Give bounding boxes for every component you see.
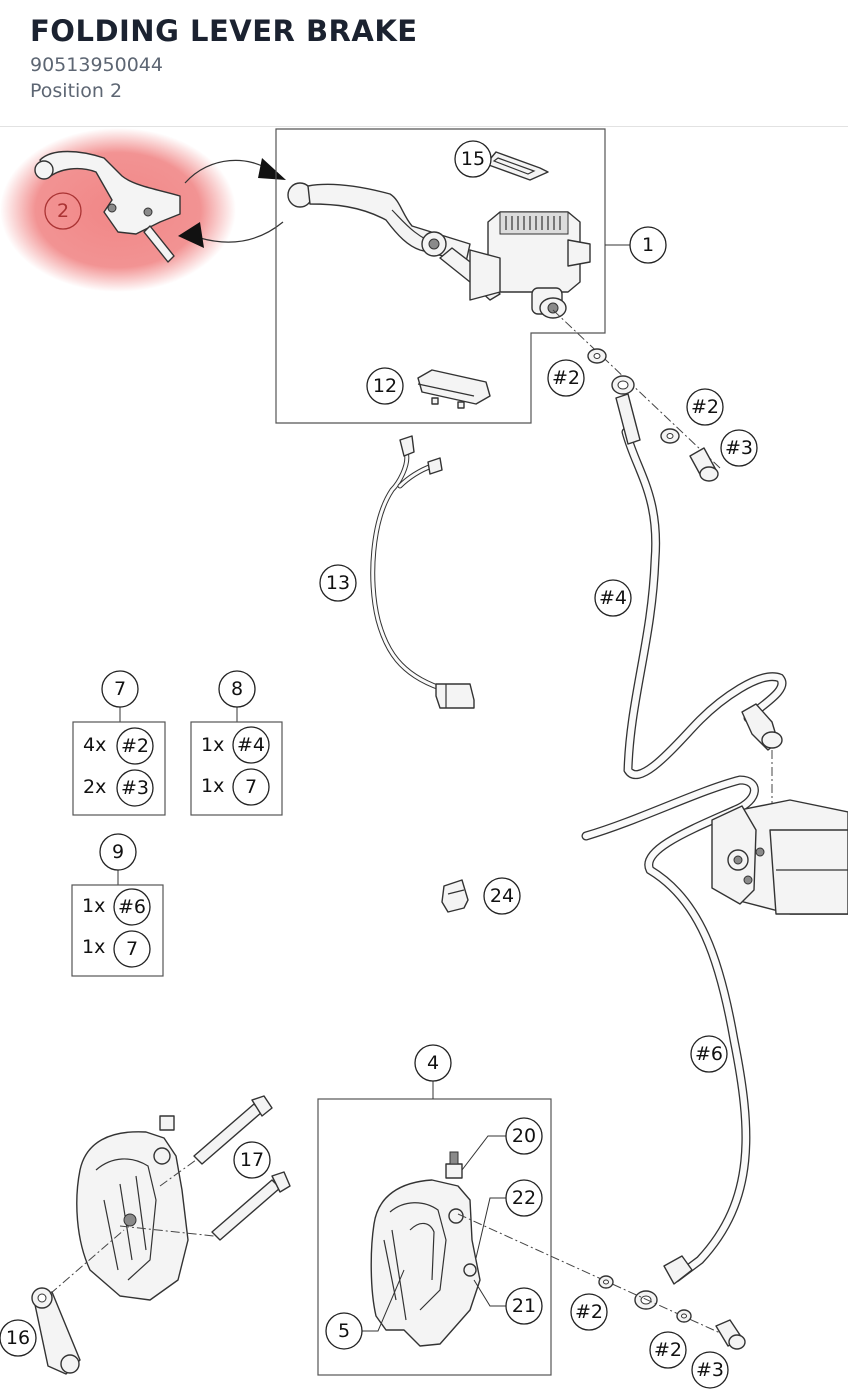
svg-text:1x: 1x bbox=[82, 895, 105, 917]
abs-modulator bbox=[711, 799, 848, 915]
svg-text:7: 7 bbox=[245, 776, 257, 798]
svg-text:12: 12 bbox=[373, 375, 397, 397]
master-cylinder-group-box bbox=[275, 128, 606, 424]
svg-text:4: 4 bbox=[427, 1052, 439, 1074]
brake-lever-assembly bbox=[287, 182, 591, 319]
svg-text:13: 13 bbox=[326, 572, 350, 594]
svg-text:#6: #6 bbox=[695, 1043, 723, 1065]
arrowhead-upper bbox=[258, 158, 286, 180]
svg-text:1x: 1x bbox=[201, 775, 224, 797]
svg-text:21: 21 bbox=[512, 1295, 536, 1317]
svg-text:2x: 2x bbox=[83, 776, 106, 798]
callout-9[interactable]: 9 bbox=[99, 833, 137, 871]
kit-7-ref-1[interactable]: #2 bbox=[116, 727, 154, 765]
kit-8-ref-2[interactable]: 7 bbox=[232, 768, 270, 806]
callout-1[interactable]: 1 bbox=[629, 226, 667, 264]
callout-24[interactable]: 24 bbox=[483, 877, 521, 915]
callout-hash4[interactable]: #4 bbox=[594, 579, 632, 617]
lower-banjo-fittings bbox=[457, 1213, 746, 1350]
svg-text:#4: #4 bbox=[599, 587, 627, 609]
callout-hash2-upper-left[interactable]: #2 bbox=[547, 359, 585, 397]
svg-text:#3: #3 bbox=[725, 437, 753, 459]
svg-text:9: 9 bbox=[112, 841, 124, 863]
mounting-bolts bbox=[119, 1095, 291, 1241]
kit-8-ref-1[interactable]: #4 bbox=[232, 726, 270, 764]
position-label: Position 2 bbox=[30, 80, 123, 102]
caliper-bracket bbox=[31, 1229, 125, 1375]
callout-hash3-lower[interactable]: #3 bbox=[691, 1351, 729, 1389]
highlight-position-2[interactable] bbox=[0, 128, 236, 292]
brake-hose-4 bbox=[615, 393, 787, 820]
folding-lever-thumbnail bbox=[34, 150, 181, 263]
kit-9-ref-1[interactable]: #6 bbox=[113, 888, 151, 926]
callout-16[interactable]: 16 bbox=[0, 1319, 37, 1357]
svg-text:2: 2 bbox=[57, 200, 69, 222]
page-header: FOLDING LEVER BRAKE 90513950044 Position… bbox=[0, 0, 848, 127]
svg-text:7: 7 bbox=[114, 678, 126, 700]
caliper-group-box bbox=[317, 1098, 552, 1376]
caliper-left bbox=[76, 1115, 189, 1301]
kit-9-table: 1x #6 1x 7 bbox=[71, 884, 164, 977]
kit-8-table: 1x #4 1x 7 bbox=[190, 721, 283, 816]
page-title: FOLDING LEVER BRAKE bbox=[30, 14, 418, 48]
callout-22[interactable]: 22 bbox=[505, 1179, 543, 1217]
svg-text:1x: 1x bbox=[201, 734, 224, 756]
arrowhead-lower bbox=[178, 222, 204, 248]
callout-15[interactable]: 15 bbox=[454, 140, 492, 178]
callout-hash3-upper[interactable]: #3 bbox=[720, 429, 758, 467]
svg-text:#2: #2 bbox=[575, 1301, 603, 1323]
callout-hash2-lower-left[interactable]: #2 bbox=[570, 1293, 608, 1331]
upper-banjo-fittings bbox=[552, 309, 721, 482]
svg-text:#3: #3 bbox=[121, 777, 149, 799]
callout-13[interactable]: 13 bbox=[319, 564, 357, 602]
reservoir-gasket bbox=[485, 151, 549, 181]
svg-text:1: 1 bbox=[642, 234, 654, 256]
svg-text:#3: #3 bbox=[696, 1359, 724, 1381]
svg-text:17: 17 bbox=[240, 1149, 264, 1171]
svg-text:#2: #2 bbox=[691, 396, 719, 418]
callout-7[interactable]: 7 bbox=[101, 670, 139, 708]
kit-7-table: 4x #2 2x #3 bbox=[72, 721, 166, 816]
callout-hash2-lower-right[interactable]: #2 bbox=[649, 1331, 687, 1369]
kit-9-ref-2[interactable]: 7 bbox=[113, 930, 151, 968]
svg-text:#4: #4 bbox=[237, 734, 265, 756]
kit-7-ref-2[interactable]: #3 bbox=[116, 769, 154, 807]
svg-text:1x: 1x bbox=[82, 936, 105, 958]
svg-text:#2: #2 bbox=[552, 367, 580, 389]
callout-4[interactable]: 4 bbox=[414, 1044, 452, 1082]
leader-lines bbox=[117, 244, 630, 1332]
part-number: 90513950044 bbox=[30, 54, 163, 76]
svg-text:15: 15 bbox=[461, 148, 485, 170]
hose-clip bbox=[441, 879, 469, 913]
callout-21[interactable]: 21 bbox=[505, 1287, 543, 1325]
svg-text:5: 5 bbox=[338, 1320, 350, 1342]
svg-text:#2: #2 bbox=[654, 1339, 682, 1361]
svg-text:7: 7 bbox=[126, 938, 138, 960]
callout-17[interactable]: 17 bbox=[233, 1141, 271, 1179]
callout-12[interactable]: 12 bbox=[366, 367, 404, 405]
svg-text:#6: #6 bbox=[118, 896, 146, 918]
callout-5[interactable]: 5 bbox=[325, 1312, 363, 1350]
callout-20[interactable]: 20 bbox=[505, 1117, 543, 1155]
svg-text:24: 24 bbox=[490, 885, 514, 907]
sensor-cable bbox=[370, 435, 475, 709]
svg-text:22: 22 bbox=[512, 1187, 536, 1209]
brake-caliper-assembly bbox=[370, 1151, 481, 1347]
brake-hose-6 bbox=[581, 775, 759, 1310]
swap-arrow-lower bbox=[199, 221, 284, 243]
svg-text:16: 16 bbox=[6, 1327, 30, 1349]
svg-text:#2: #2 bbox=[121, 735, 149, 757]
svg-text:20: 20 bbox=[512, 1125, 536, 1147]
callout-8[interactable]: 8 bbox=[218, 670, 256, 708]
callout-hash2-upper-right[interactable]: #2 bbox=[686, 388, 724, 426]
svg-text:8: 8 bbox=[231, 678, 243, 700]
callout-2-highlight[interactable]: 2 bbox=[44, 192, 82, 230]
callout-hash6[interactable]: #6 bbox=[690, 1035, 728, 1073]
svg-text:4x: 4x bbox=[83, 734, 106, 756]
brake-switch-module bbox=[417, 369, 491, 409]
